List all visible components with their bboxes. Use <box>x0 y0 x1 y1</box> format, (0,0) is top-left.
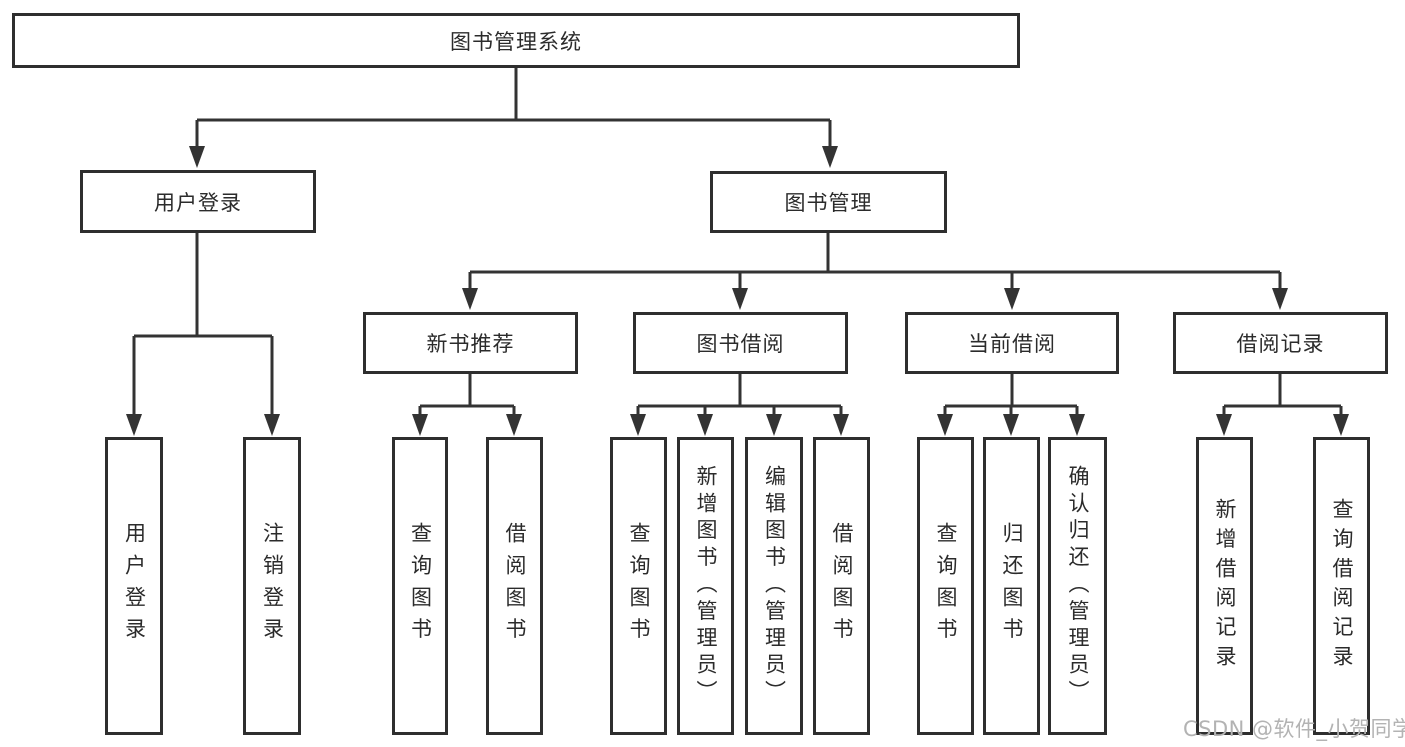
node-user-login: 用户登录 <box>80 170 316 233</box>
arrowhead <box>412 414 428 436</box>
edge-bookborrow-leaves <box>636 374 843 416</box>
edge-newbooks-leaves <box>418 374 516 416</box>
leaf-newbooks-borrow-books: 借阅图书 <box>486 437 543 735</box>
arrowhead <box>189 146 205 168</box>
arrowhead <box>462 288 478 310</box>
watermark-text: CSDN @软件_小贺同学 <box>1183 717 1405 741</box>
leaf-borrow-query-books: 查询图书 <box>610 437 667 735</box>
arrowhead <box>126 414 142 436</box>
node-book-borrow: 图书借阅 <box>633 312 848 374</box>
node-borrow-records: 借阅记录 <box>1173 312 1388 374</box>
node-root: 图书管理系统 <box>12 13 1020 68</box>
arrowhead <box>833 414 849 436</box>
edge-userlogin-leaves <box>132 233 274 416</box>
leaf-user-login: 用户登录 <box>105 437 163 735</box>
arrowhead <box>1216 414 1232 436</box>
arrowhead <box>822 146 838 168</box>
leaf-logout: 注销登录 <box>243 437 301 735</box>
arrowhead <box>1004 288 1020 310</box>
arrowhead <box>630 414 646 436</box>
arrowhead <box>732 288 748 310</box>
leaf-borrow-borrow-books: 借阅图书 <box>813 437 870 735</box>
leaf-newbooks-query-books: 查询图书 <box>392 437 448 735</box>
arrowhead <box>1003 414 1019 436</box>
arrowhead <box>937 414 953 436</box>
leaf-current-query-books: 查询图书 <box>917 437 974 735</box>
leaf-return-books: 归还图书 <box>983 437 1040 735</box>
edge-root-level1 <box>195 68 832 148</box>
arrowhead <box>1333 414 1349 436</box>
arrowhead <box>697 414 713 436</box>
arrowhead <box>1272 288 1288 310</box>
leaf-add-books-admin: 新增图书（管理员） <box>677 437 734 735</box>
edge-borrowrecords-leaves <box>1222 374 1343 416</box>
arrowhead <box>766 414 782 436</box>
node-book-management: 图书管理 <box>710 171 947 233</box>
node-new-book-recommend: 新书推荐 <box>363 312 578 374</box>
node-current-borrow: 当前借阅 <box>905 312 1119 374</box>
edge-currentborrow-leaves <box>943 374 1079 416</box>
arrowhead <box>506 414 522 436</box>
leaf-edit-books-admin: 编辑图书（管理员） <box>745 437 803 735</box>
arrowhead <box>1069 414 1085 436</box>
arrowhead <box>264 414 280 436</box>
edge-bookmgmt-level2 <box>468 233 1282 292</box>
leaf-query-borrow-record: 查询借阅记录 <box>1313 437 1370 735</box>
leaf-add-borrow-record: 新增借阅记录 <box>1196 437 1253 735</box>
leaf-confirm-return-admin: 确认归还（管理员） <box>1048 437 1107 735</box>
